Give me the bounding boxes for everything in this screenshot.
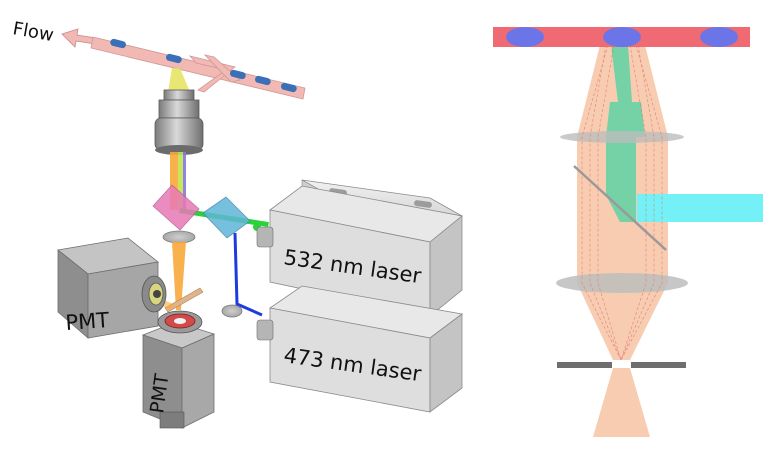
blue-mirror xyxy=(221,304,243,318)
droplet xyxy=(110,38,126,49)
confocal-schematic xyxy=(493,27,763,437)
green-beam-segment xyxy=(606,102,645,137)
pinhole-right xyxy=(631,362,686,368)
relay-lens xyxy=(162,230,196,244)
emission-split-mirror xyxy=(164,287,204,313)
emission-beam xyxy=(172,242,186,310)
exit-light-cone xyxy=(593,368,650,437)
green-beam-vertical xyxy=(178,152,183,210)
blue-laser-beam xyxy=(233,232,263,317)
confocal-droplet xyxy=(700,27,738,47)
dichroic-mirror-cyan xyxy=(202,196,251,239)
blue-beam-vertical xyxy=(183,152,186,210)
cyan-laser-beam xyxy=(637,194,763,222)
pinhole-left xyxy=(557,362,612,368)
flow-label: Flow xyxy=(11,18,55,46)
confocal-droplet xyxy=(603,27,641,47)
green-beam-column xyxy=(606,137,636,195)
green-beam-path xyxy=(611,45,632,102)
tube-lens-shape xyxy=(556,273,688,293)
focus-cone xyxy=(168,68,190,92)
confocal-droplet xyxy=(506,27,544,47)
droplet xyxy=(255,75,271,86)
instrument-schematic: Flow xyxy=(11,18,463,429)
droplets xyxy=(110,38,297,93)
objective-lens-shape xyxy=(560,131,684,143)
pmt-bottom-label: PMT xyxy=(146,372,173,415)
droplet xyxy=(281,82,297,93)
flow-arrow-icon xyxy=(61,28,97,48)
objective-lens xyxy=(154,89,204,155)
dichroic-mirror-pink xyxy=(152,184,200,231)
ray-traces xyxy=(581,44,663,361)
laser-473: 473 nm laser xyxy=(256,285,463,413)
droplet xyxy=(166,53,182,64)
lower-light-cone xyxy=(577,283,668,360)
pmt-side: PMT xyxy=(57,237,167,339)
dichroic-line xyxy=(573,165,667,251)
excitation-beam-vertical xyxy=(170,152,178,210)
droplet xyxy=(230,69,246,80)
pmt-side-label: PMT xyxy=(65,308,110,335)
pmt-bottom: PMT xyxy=(141,310,216,429)
